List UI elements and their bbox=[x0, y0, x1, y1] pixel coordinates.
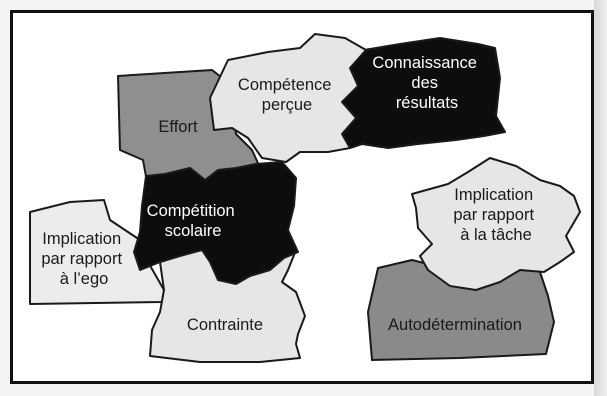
piece-ego-label: Implication par rapport à l’ego bbox=[41, 230, 126, 288]
piece-tache-label: Implication par rapport à la tâche bbox=[453, 186, 538, 244]
piece-effort-label: Effort bbox=[158, 118, 198, 136]
piece-competition-shape bbox=[133, 161, 299, 285]
piece-connaissance: Connaissance des résultats bbox=[341, 37, 506, 149]
piece-competition: Compétition scolaire bbox=[133, 161, 299, 285]
piece-ego: Implication par rapport à l’ego bbox=[29, 199, 165, 305]
piece-connaissance-label: Connaissance des résultats bbox=[372, 54, 481, 112]
piece-competence-label: Compétence perçue bbox=[238, 76, 336, 114]
piece-competence-shape bbox=[209, 33, 367, 163]
piece-tache-shape bbox=[411, 157, 581, 291]
piece-contrainte-label: Contrainte bbox=[187, 316, 263, 334]
piece-tache: Implication par rapport à la tâche bbox=[411, 157, 581, 291]
piece-competence: Compétence perçue bbox=[209, 33, 367, 163]
piece-autodetermination: Autodétermination bbox=[367, 259, 555, 361]
piece-competition-label: Compétition scolaire bbox=[147, 202, 240, 240]
piece-autodetermination-label: Autodétermination bbox=[388, 316, 522, 334]
page-edge-shadow bbox=[594, 0, 607, 396]
